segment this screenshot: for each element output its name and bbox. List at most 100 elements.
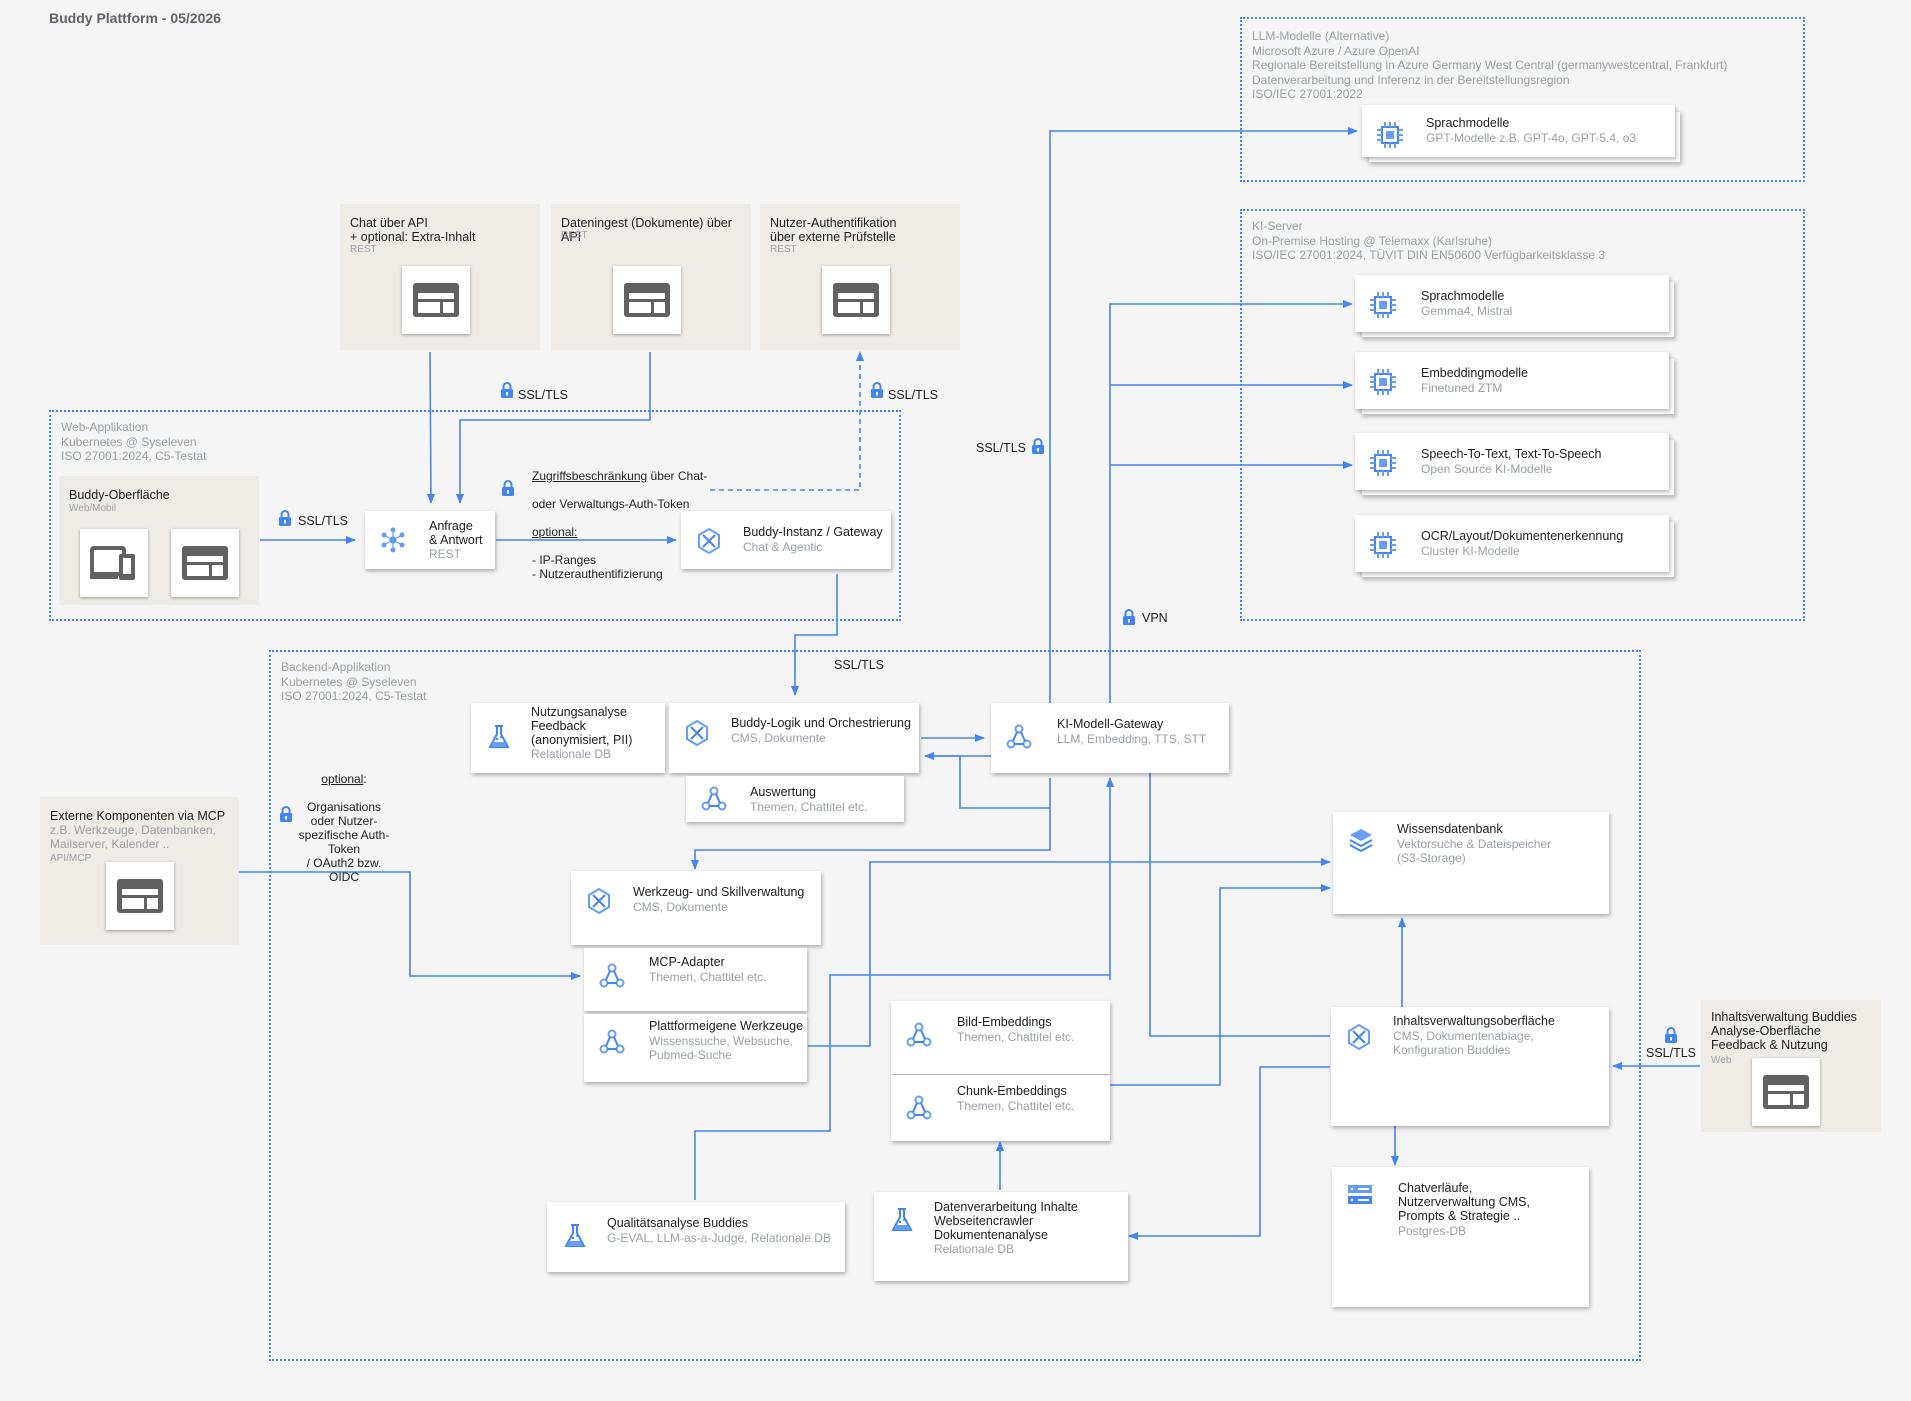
- panel-title: Dateningest (Dokumente) über API: [561, 216, 732, 244]
- lock-icon: [1665, 1027, 1677, 1043]
- card-title: Datenverarbeitung Inhalte Webseitencrawl…: [934, 1200, 1078, 1242]
- card-title: Chatverläufe, Nutzerverwaltung CMS, Prom…: [1398, 1181, 1530, 1223]
- tile: [171, 529, 239, 597]
- card-subtitle: Finetuned ZTM: [1421, 381, 1503, 395]
- card-anfrage-antwort[interactable]: Anfrage & Antwort REST: [365, 511, 495, 569]
- card-embeddingmodelle[interactable]: Embeddingmodelle Finetuned ZTM: [1355, 352, 1669, 409]
- lock-icon: [502, 480, 514, 496]
- web-app-icon: [1763, 1075, 1809, 1109]
- note-text: über Chat-: [647, 469, 708, 483]
- note-optional: optional: [321, 772, 364, 786]
- card-ocr[interactable]: OCR/Layout/Dokumentenerkennung Cluster K…: [1355, 515, 1669, 572]
- connector: [1128, 1066, 1330, 1240]
- network-icon: [381, 527, 405, 553]
- panel-chat-api[interactable]: Chat über API + optional: Extra-Inhalt R…: [340, 204, 540, 350]
- graph-icon: [1006, 724, 1032, 749]
- ssl-label: SSL/TLS: [976, 441, 1027, 455]
- note-text: :: [363, 772, 367, 786]
- card-title: Nutzungsanalyse Feedback (anonymisiert, …: [531, 705, 633, 747]
- panel-buddy-ui[interactable]: Buddy-Oberfläche Web/Mobil: [59, 476, 259, 605]
- note-heading: Zugriffsbeschränkung: [532, 469, 648, 483]
- card-subtitle: Themen, Chattitel etc.: [957, 1099, 1075, 1113]
- web-app-icon: [624, 283, 670, 317]
- card-nutzungsanalyse[interactable]: Nutzungsanalyse Feedback (anonymisiert, …: [471, 703, 665, 773]
- zone-label: Web-Applikation Kubernetes @ Syseleven I…: [61, 420, 207, 463]
- note-body: Organisations oder Nutzer- spezifische A…: [298, 800, 390, 884]
- card-wissensdatenbank[interactable]: Wissensdatenbank Vektorsuche & Dateispei…: [1333, 812, 1609, 914]
- tile: [1752, 1058, 1820, 1126]
- card-title: Wissensdatenbank: [1397, 822, 1503, 836]
- panel-auth[interactable]: Nutzer-Authentifikation über externe Prü…: [760, 204, 960, 350]
- card-title: Buddy-Instanz / Gateway: [743, 525, 883, 539]
- vpn-label: VPN: [1142, 611, 1168, 625]
- chip-icon: [1370, 369, 1396, 395]
- tile: [402, 266, 470, 334]
- card-inhaltsverwaltung[interactable]: Inhaltsverwaltungsoberfläche CMS, Dokume…: [1331, 1007, 1609, 1126]
- card-title: Sprachmodelle: [1421, 289, 1505, 303]
- card-subtitle: CMS, Dokumente: [731, 731, 826, 745]
- graph-icon: [599, 963, 625, 988]
- card-chunk-embeddings[interactable]: Chunk-Embeddings Themen, Chattitel etc.: [891, 1075, 1110, 1141]
- tile: [106, 862, 174, 930]
- database-icon: [1348, 1185, 1372, 1204]
- panel-dateningest[interactable]: Dateningest (Dokumente) über API REST: [551, 204, 751, 350]
- lock-icon: [279, 510, 291, 526]
- card-title: Anfrage & Antwort: [429, 519, 483, 547]
- card-subtitle: Vektorsuche & Dateispeicher (S3-Storage): [1397, 837, 1552, 865]
- card-ki-modell-gateway[interactable]: KI-Modell-Gateway LLM, Embedding, TTS, S…: [991, 703, 1229, 773]
- note-optional: optional:: [532, 525, 578, 539]
- tile: [613, 266, 681, 334]
- card-title: Qualitätsanalyse Buddies: [607, 1216, 749, 1230]
- card-subtitle: CMS, Dokumente: [633, 900, 728, 914]
- zone-label: LLM-Modelle (Alternative) Microsoft Azur…: [1252, 29, 1728, 101]
- loop-icon: [1348, 1023, 1370, 1051]
- panel-mcp-external[interactable]: Externe Komponenten via MCP z.B. Werkzeu…: [40, 797, 239, 945]
- page-title: Buddy Plattform - 05/2026: [49, 10, 221, 26]
- card-datenverarbeitung[interactable]: Datenverarbeitung Inhalte Webseitencrawl…: [874, 1192, 1128, 1281]
- card-ki-sprachmodelle[interactable]: Sprachmodelle Gemma4, Mistral: [1355, 275, 1669, 332]
- panel-content-admin[interactable]: Inhaltsverwaltung Buddies Analyse-Oberfl…: [1701, 1000, 1881, 1132]
- zone-backend: Backend-Applikation Kubernetes @ Syselev…: [269, 650, 1641, 1361]
- card-title: Chunk-Embeddings: [957, 1084, 1067, 1098]
- connector: [1049, 127, 1358, 703]
- card-qualitaetsanalyse[interactable]: Qualitätsanalyse Buddies G-EVAL, LLM-as-…: [547, 1202, 845, 1272]
- card-title: KI-Modell-Gateway: [1057, 717, 1164, 731]
- connector: [694, 974, 1110, 1200]
- ssl-label: SSL/TLS: [298, 514, 349, 528]
- panel-title: Nutzer-Authentifikation über externe Prü…: [770, 216, 897, 244]
- card-subtitle: Open Source KI-Modelle: [1421, 462, 1553, 476]
- panel-title: Chat über API + optional: Extra-Inhalt: [350, 216, 476, 244]
- card-werkzeugverwaltung[interactable]: Werkzeug- und Skillverwaltung CMS, Dokum…: [571, 871, 821, 945]
- graph-icon: [906, 1095, 932, 1120]
- loop-icon: [686, 719, 708, 747]
- card-auswertung[interactable]: Auswertung Themen, Chattitel etc.: [686, 776, 904, 822]
- ssl-label: SSL/TLS: [834, 658, 885, 672]
- connector: [426, 351, 435, 504]
- zone-ki-server: KI-Server On-Premise Hosting @ Telemaxx …: [1240, 209, 1805, 621]
- card-title: Werkzeug- und Skillverwaltung: [633, 885, 805, 899]
- connector: [1110, 884, 1331, 1086]
- panel-title: Inhaltsverwaltung Buddies Analyse-Oberfl…: [1711, 1010, 1857, 1052]
- connector: [456, 352, 651, 504]
- card-mcp-adapter[interactable]: MCP-Adapter Themen, Chattitel etc.: [584, 948, 807, 1011]
- note-items: - IP-Ranges - Nutzerauthentifizierung: [532, 553, 663, 581]
- connector: [710, 351, 864, 491]
- zone-label: KI-Server On-Premise Hosting @ Telemaxx …: [1252, 219, 1606, 262]
- card-bild-embeddings[interactable]: Bild-Embeddings Themen, Chattitel etc.: [891, 1001, 1110, 1074]
- panel-subtitle: Web/Mobil: [69, 503, 117, 514]
- card-subtitle: Chat & Agentic: [743, 540, 823, 554]
- panel-subtitle: REST: [350, 244, 377, 255]
- lock-icon: [871, 382, 883, 398]
- card-title: Embeddingmodelle: [1421, 366, 1529, 380]
- card-buddy-logik[interactable]: Buddy-Logik und Orchestrierung CMS, Doku…: [669, 703, 919, 773]
- oauth-note: optional: Organisations oder Nutzer- spe…: [293, 758, 395, 898]
- card-plattform-werkzeuge[interactable]: Plattformeigene Werkzeuge Wissenssuche, …: [584, 1014, 807, 1082]
- card-speech[interactable]: Speech-To-Text, Text-To-Speech Open Sour…: [1355, 433, 1669, 490]
- ssl-label: SSL/TLS: [888, 388, 939, 402]
- graph-icon: [599, 1029, 625, 1054]
- card-azure-sprachmodelle[interactable]: Sprachmodelle GPT-Modelle z.B. GPT-4o, G…: [1362, 105, 1675, 157]
- card-buddy-gateway[interactable]: Buddy-Instanz / Gateway Chat & Agentic: [681, 511, 891, 569]
- card-chatverlaeufe[interactable]: Chatverläufe, Nutzerverwaltung CMS, Prom…: [1332, 1167, 1589, 1307]
